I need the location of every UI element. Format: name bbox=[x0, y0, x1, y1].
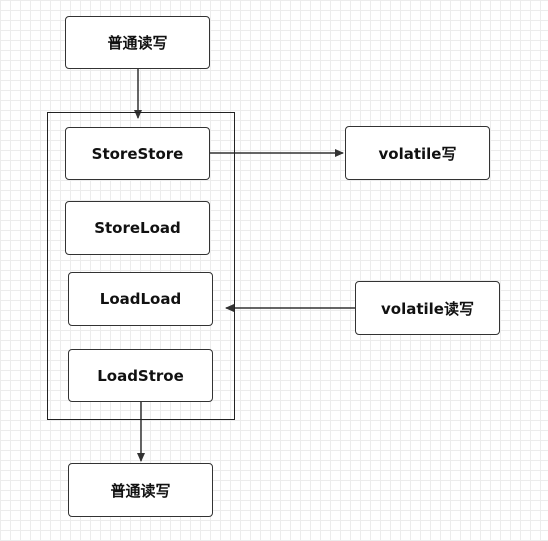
storeload-barrier-box: StoreLoad bbox=[65, 201, 210, 255]
storestore-label: StoreStore bbox=[91, 144, 184, 163]
top-normal-readwrite-label: 普通读写 bbox=[107, 34, 168, 52]
storeload-label: StoreLoad bbox=[94, 219, 181, 237]
storestore-barrier-box: StoreStore bbox=[65, 127, 210, 180]
bottom-normal-readwrite-box: 普通读写 bbox=[68, 463, 213, 517]
volatile-readwrite-box: volatile读写 bbox=[355, 281, 500, 335]
volatile-write-label: volatile写 bbox=[378, 144, 457, 163]
loadload-label: LoadLoad bbox=[99, 290, 182, 308]
loadload-barrier-box: LoadLoad bbox=[68, 272, 213, 326]
bottom-normal-readwrite-label: 普通读写 bbox=[110, 481, 171, 500]
memory-barrier-group bbox=[47, 112, 235, 420]
loadstroe-label: LoadStroe bbox=[97, 366, 184, 385]
volatile-readwrite-label: volatile读写 bbox=[381, 299, 474, 318]
volatile-write-box: volatile写 bbox=[345, 126, 490, 180]
top-normal-readwrite-box: 普通读写 bbox=[65, 16, 210, 69]
loadstroe-barrier-box: LoadStroe bbox=[68, 349, 213, 402]
